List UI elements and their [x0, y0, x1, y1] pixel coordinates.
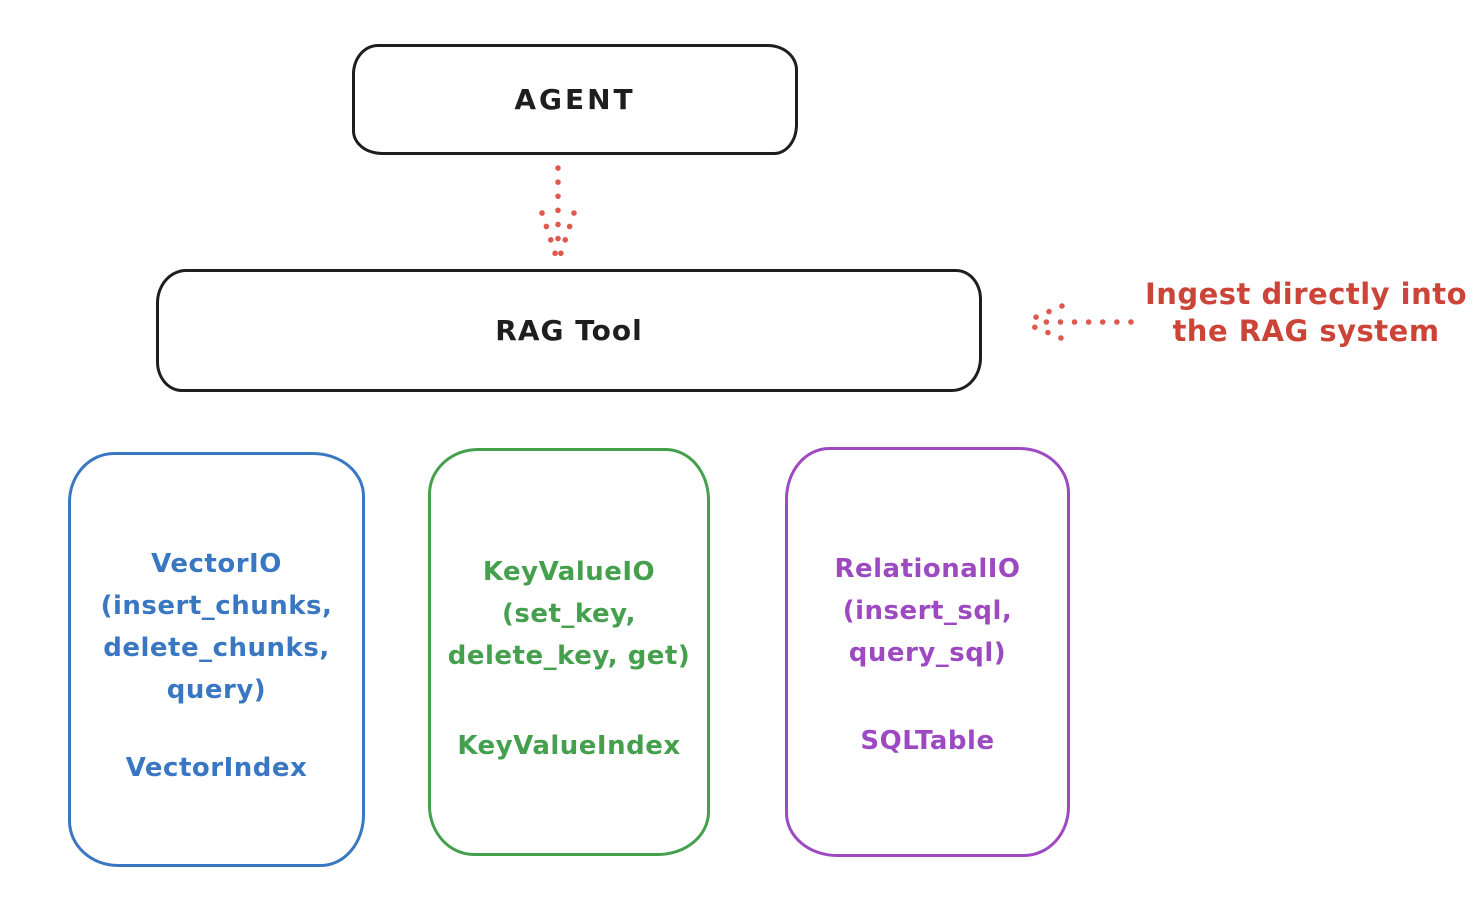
- relational-io-title: RelationalIO: [834, 554, 1021, 584]
- keyvalue-io-title: KeyValueIO: [482, 557, 656, 587]
- ingest-annotation: Ingest directly into the RAG system: [1138, 276, 1474, 350]
- rag-tool-box-label: RAG Tool: [495, 314, 643, 347]
- relational-io-line: (insert_sql,: [842, 596, 1013, 626]
- relational-io-methods: RelationalIO (insert_sql, query_sql): [788, 548, 1067, 674]
- vector-io-line: delete_chunks,: [103, 633, 330, 663]
- relational-io-box: RelationalIO (insert_sql, query_sql) SQL…: [785, 447, 1070, 857]
- vector-io-line: (insert_chunks,: [100, 591, 333, 621]
- ingest-annotation-line2: the RAG system: [1172, 314, 1440, 348]
- vector-index-label: VectorIndex: [125, 753, 308, 783]
- keyvalue-io-line: delete_key, get): [447, 641, 691, 671]
- relational-io-line: query_sql): [848, 638, 1007, 668]
- vector-io-methods: VectorIO (insert_chunks, delete_chunks, …: [71, 543, 362, 711]
- keyvalue-index-label: KeyValueIndex: [457, 731, 681, 761]
- vector-io-line: query): [166, 675, 267, 705]
- agent-box: AGENT: [352, 44, 798, 155]
- rag-tool-box: RAG Tool: [156, 269, 982, 392]
- sql-table-label: SQLTable: [860, 726, 995, 756]
- keyvalue-io-box: KeyValueIO (set_key, delete_key, get) Ke…: [428, 448, 710, 856]
- annotation-to-rag-dotted-arrow: [1024, 303, 1134, 341]
- vector-io-box: VectorIO (insert_chunks, delete_chunks, …: [68, 452, 365, 867]
- agent-to-rag-dotted-arrow: [539, 165, 577, 259]
- vector-io-title: VectorIO: [151, 549, 282, 579]
- keyvalue-io-line: (set_key,: [502, 599, 636, 629]
- ingest-annotation-line1: Ingest directly into: [1144, 277, 1468, 311]
- agent-box-label: AGENT: [514, 83, 636, 116]
- keyvalue-io-methods: KeyValueIO (set_key, delete_key, get): [431, 551, 707, 677]
